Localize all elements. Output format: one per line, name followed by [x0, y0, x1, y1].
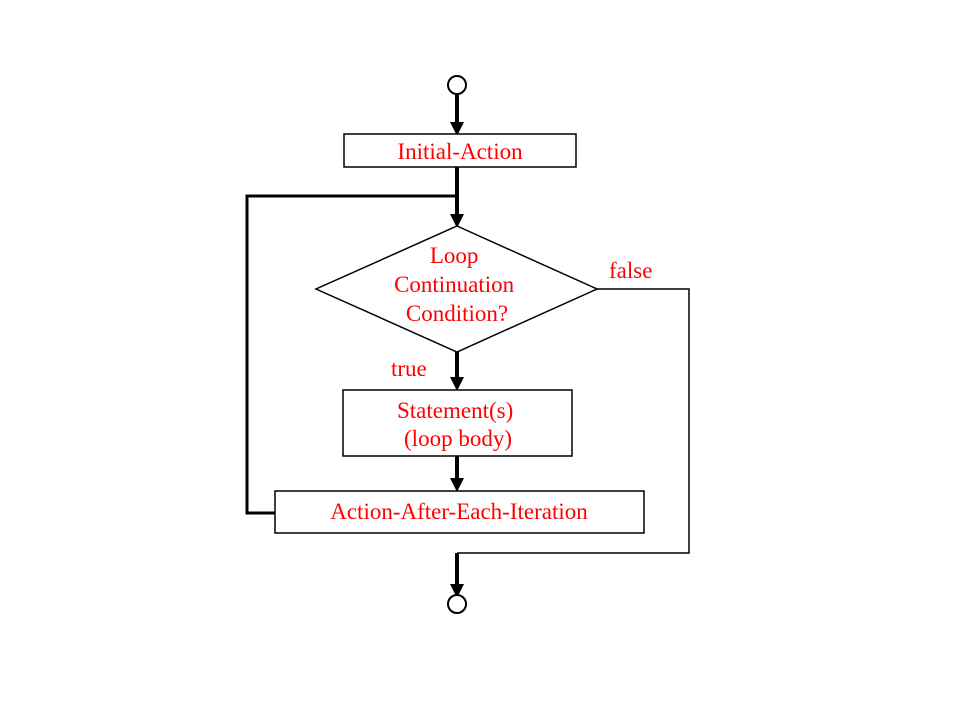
iteration-box	[274, 490, 645, 534]
loop-body-line-2: (loop body)	[404, 426, 512, 451]
true-label: true	[391, 356, 427, 381]
condition-line-2: Continuation	[394, 272, 515, 297]
edge-loop-back	[245, 194, 457, 515]
loop-body-line-1: Statement(s)	[397, 398, 513, 423]
condition-label: Loop Continuation Condition?	[394, 243, 520, 326]
end-node	[447, 594, 467, 614]
loop-body-box	[342, 389, 573, 457]
initial-action-label: Initial-Action	[397, 139, 523, 164]
condition-line-3: Condition?	[406, 301, 508, 326]
start-node	[447, 75, 467, 95]
false-label: false	[609, 258, 652, 283]
edge-false-path	[457, 288, 690, 554]
loop-body-label: Statement(s) (loop body)	[397, 398, 519, 451]
iteration-label: Action-After-Each-Iteration	[330, 499, 588, 524]
condition-line-1: Loop	[430, 243, 479, 268]
initial-action-box	[343, 133, 577, 168]
